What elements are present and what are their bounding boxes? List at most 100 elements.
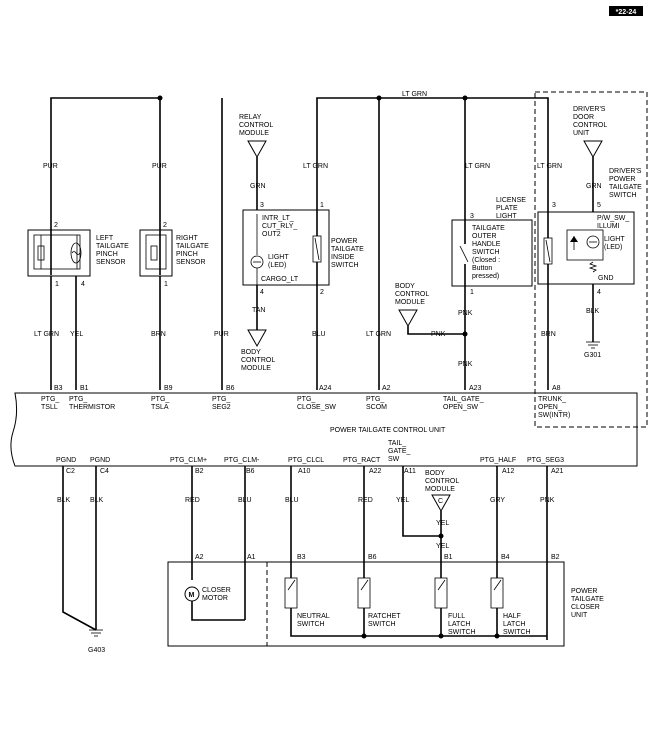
pin-a8: A8 TRUNK_ OPEN_ SW(INTR) (538, 385, 570, 419)
svg-text:LIGHT: LIGHT (604, 236, 625, 243)
pin-b9: B9 PTG_ TSLA (151, 385, 173, 411)
svg-text:UNIT: UNIT (571, 612, 588, 619)
wire-label: RED (185, 497, 200, 504)
closer-motor: M CLOSER MOTOR (184, 586, 245, 621)
svg-text:TAILGATE: TAILGATE (331, 246, 364, 253)
pin-b1: B1 PTG_ THERMISTOR (69, 385, 115, 411)
svg-text:PGND: PGND (90, 457, 110, 464)
svg-text:SW: SW (388, 456, 400, 463)
svg-text:A10: A10 (298, 468, 311, 475)
left-pinch-sensor: 2 1 4 LEFT TAILGATE PINCH SENSOR (27, 222, 129, 390)
page-code-badge: *22-24 (609, 6, 643, 16)
pin-a2: A2 PTG_ SCOM (366, 385, 391, 411)
page-code: *22-24 (616, 9, 637, 16)
svg-text:B4: B4 (501, 554, 510, 561)
driver-door-control-unit: DRIVER'S DOOR CONTROL UNIT GRN LT GRN DR… (534, 91, 648, 428)
svg-text:PTG_: PTG_ (366, 396, 384, 403)
svg-text:pressed): pressed) (472, 273, 499, 280)
svg-text:OUTER: OUTER (472, 233, 497, 240)
svg-text:B3: B3 (54, 385, 63, 392)
svg-text:TAIL_GATE_: TAIL_GATE_ (443, 396, 484, 403)
svg-text:DRIVER'S: DRIVER'S (573, 106, 606, 113)
svg-text:(Closed :: (Closed : (472, 257, 500, 264)
svg-text:1: 1 (164, 281, 168, 288)
svg-text:GATE_: GATE_ (388, 448, 411, 455)
pin-b2-clm: PTG_CLM+ B2 (170, 457, 207, 475)
svg-text:CONTROL: CONTROL (425, 478, 459, 485)
svg-text:SWITCH: SWITCH (472, 249, 500, 256)
svg-text:5: 5 (597, 202, 601, 209)
svg-text:PTG_SEG3: PTG_SEG3 (527, 457, 564, 464)
svg-text:LEFT: LEFT (96, 235, 114, 242)
svg-text:TAILGATE: TAILGATE (472, 225, 505, 232)
svg-text:1: 1 (320, 202, 324, 209)
pin-a12: PTG_HALF A12 (480, 457, 516, 475)
svg-text:CONTROL: CONTROL (395, 291, 429, 298)
power-tailgate-closer-unit: A2 A1 B3 B6 B1 B4 B2 M CLOSER MOTOR NEUT… (167, 554, 604, 647)
svg-text:RIGHT: RIGHT (176, 235, 199, 242)
svg-text:CLOSER: CLOSER (571, 604, 600, 611)
wire-label: PUR (43, 163, 58, 170)
svg-text:GND: GND (598, 275, 614, 282)
svg-text:1: 1 (470, 289, 474, 296)
wire-label: BLU (238, 497, 252, 504)
svg-text:A12: A12 (502, 468, 515, 475)
svg-text:TAN: TAN (252, 307, 265, 314)
svg-text:SCOM: SCOM (366, 404, 387, 411)
svg-text:YEL: YEL (436, 520, 449, 527)
svg-text:4: 4 (597, 289, 601, 296)
pin-a24: A24 PTG_ CLOSE_SW (297, 385, 336, 411)
svg-text:PTG_HALF: PTG_HALF (480, 457, 516, 464)
svg-text:POWER TAILGATE CONTROL UNIT: POWER TAILGATE CONTROL UNIT (330, 427, 446, 434)
wire-label: LT GRN (366, 331, 391, 338)
svg-text:HALF: HALF (503, 613, 521, 620)
svg-text:A8: A8 (552, 385, 561, 392)
svg-text:B6: B6 (368, 554, 377, 561)
svg-text:SENSOR: SENSOR (96, 259, 126, 266)
svg-text:PTG_CLCL: PTG_CLCL (288, 457, 324, 464)
svg-text:MOTOR: MOTOR (202, 595, 228, 602)
wire-label: YEL (70, 331, 83, 338)
svg-text:SEG2: SEG2 (212, 404, 231, 411)
svg-text:LIGHT: LIGHT (496, 213, 517, 220)
wire-label: BRN (541, 331, 556, 338)
svg-text:PINCH: PINCH (96, 251, 118, 258)
svg-text:B2: B2 (195, 468, 204, 475)
svg-text:(LED): (LED) (268, 262, 286, 269)
svg-text:A24: A24 (319, 385, 332, 392)
svg-text:A2: A2 (195, 554, 204, 561)
svg-text:OPEN_: OPEN_ (538, 404, 562, 411)
ground-symbol-g301 (586, 341, 600, 349)
svg-text:POWER: POWER (609, 176, 635, 183)
svg-text:SWITCH: SWITCH (609, 192, 637, 199)
lower-wiring (62, 466, 548, 640)
svg-text:CUT_RLY_: CUT_RLY_ (262, 223, 297, 230)
pin-c4: PGND C4 (90, 457, 110, 475)
svg-text:PTG_: PTG_ (69, 396, 87, 403)
wire-label: LT GRN (303, 163, 328, 170)
svg-text:MODULE: MODULE (395, 299, 425, 306)
svg-text:NEUTRAL: NEUTRAL (297, 613, 330, 620)
pin-c2: PGND C2 (56, 457, 76, 475)
svg-text:MODULE: MODULE (425, 486, 455, 493)
svg-text:BODY: BODY (241, 349, 261, 356)
pin-a11: TAIL_ GATE_ SW A11 (388, 440, 416, 475)
svg-text:SW(INTR): SW(INTR) (538, 412, 570, 419)
svg-text:B6: B6 (226, 385, 235, 392)
svg-text:B9: B9 (164, 385, 173, 392)
wire-label: PNK (458, 361, 473, 368)
svg-text:PTG_: PTG_ (41, 396, 59, 403)
pin-a23: A23 TAIL_GATE_ OPEN_SW (443, 385, 484, 411)
power-tailgate-control-unit: POWER TAILGATE CONTROL UNIT B3 PTG_ TSLL… (10, 385, 638, 475)
svg-text:2: 2 (54, 222, 58, 229)
body-control-module-mid: BODY CONTROL MODULE PNK (395, 283, 468, 338)
svg-text:YEL: YEL (436, 543, 449, 550)
svg-text:M: M (189, 592, 195, 599)
ground-symbol-g403: G403 (88, 629, 105, 654)
svg-text:A23: A23 (469, 385, 482, 392)
svg-text:RATCHET: RATCHET (368, 613, 401, 620)
wire-label: PNK (540, 497, 555, 504)
svg-text:CLOSE_SW: CLOSE_SW (297, 404, 336, 411)
svg-text:CONTROL: CONTROL (573, 122, 607, 129)
